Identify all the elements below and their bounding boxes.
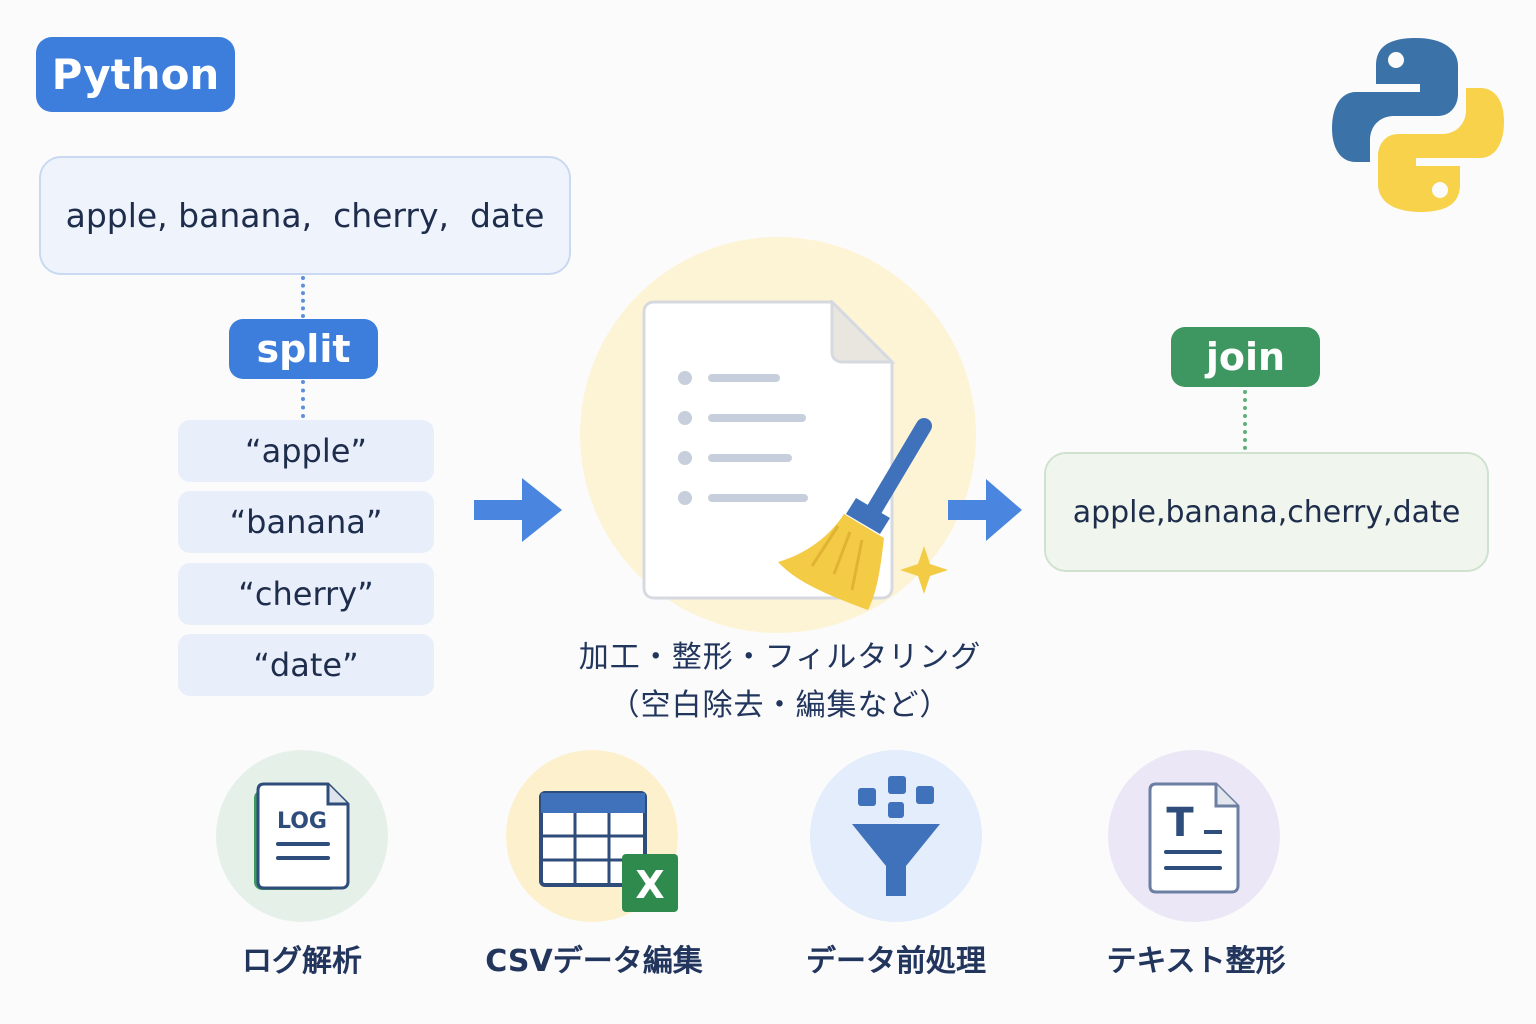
output-string-box: apple,banana,cherry,date [1044, 452, 1489, 572]
split-badge: split [229, 319, 378, 379]
input-string-text: apple, banana, cherry, date [65, 196, 545, 235]
log-file-icon: LOG [250, 780, 354, 896]
funnel-icon [848, 774, 944, 900]
token-item: “banana” [178, 491, 434, 553]
usecase-label: データ前処理 [806, 944, 986, 979]
spreadsheet-icon: X [538, 790, 680, 916]
connector-split-tokens [301, 380, 305, 418]
process-caption-line2: （空白除去・編集など） [609, 688, 951, 723]
token-item: “date” [178, 634, 434, 696]
log-icon-text: LOG [277, 809, 327, 834]
join-badge: join [1171, 327, 1320, 387]
usecase-label: テキスト整形 [1106, 944, 1286, 979]
arrow-right-icon [946, 477, 1024, 543]
document-icon [640, 300, 896, 600]
usecase-label: CSVデータ編集 [485, 944, 703, 979]
python-logo-icon [1330, 36, 1506, 214]
output-string-text: apple,banana,cherry,date [1072, 494, 1461, 530]
arrow-right-icon [472, 476, 564, 544]
excel-icon-text: X [635, 863, 664, 907]
connector-input-split [301, 276, 305, 318]
usecase-label: ログ解析 [242, 944, 362, 979]
python-badge: Python [36, 37, 235, 112]
broom-icon [776, 414, 952, 614]
connector-join-output [1243, 390, 1247, 450]
token-item: “cherry” [178, 563, 434, 625]
token-item: “apple” [178, 420, 434, 482]
text-icon-letter: T [1166, 800, 1194, 846]
input-string-box: apple, banana, cherry, date [39, 156, 571, 275]
process-caption-line1: 加工・整形・フィルタリング [578, 640, 982, 675]
text-document-icon: T [1144, 780, 1244, 896]
